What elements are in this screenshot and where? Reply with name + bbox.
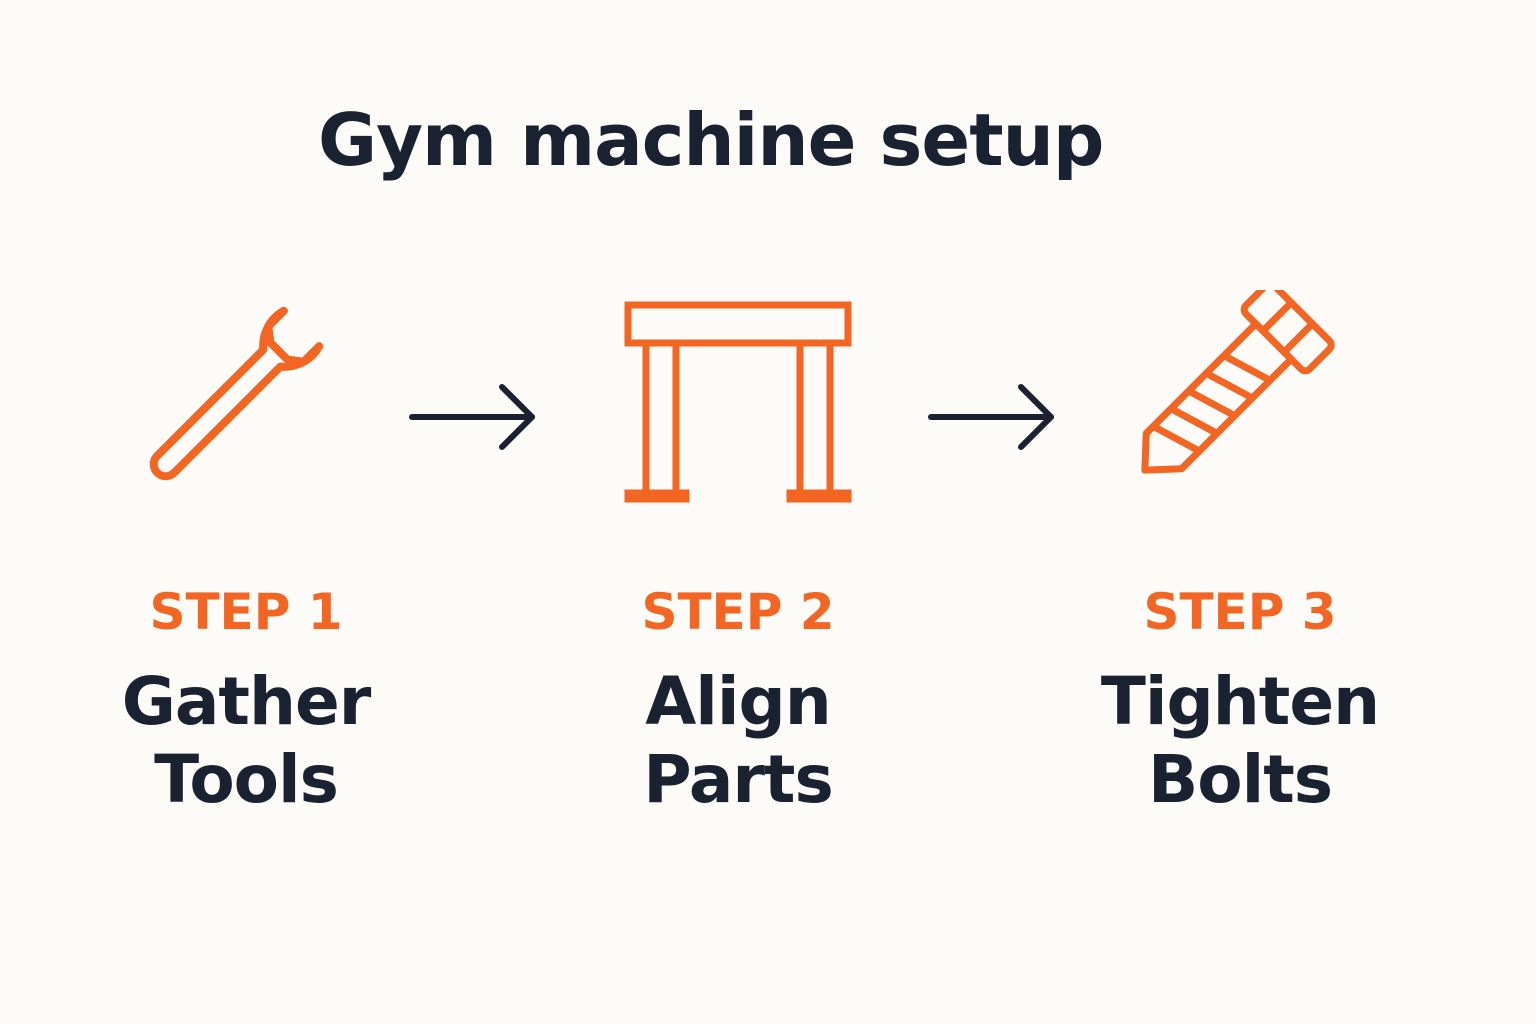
frame-icon (624, 301, 852, 503)
arrow-right-icon (409, 384, 535, 450)
step-3-line2: Bolts (1147, 741, 1333, 818)
step-3-line1: Tighten (1100, 663, 1380, 740)
step-2-line1: Align (645, 663, 832, 740)
wrench-icon (149, 306, 324, 481)
diagram-title: Gym machine setup (318, 98, 1104, 182)
step-1-text: Gather Tools (46, 663, 446, 819)
step-1-line1: Gather (121, 663, 372, 740)
step-1-label: STEP 1 (149, 583, 343, 641)
step-2-line2: Parts (643, 741, 834, 818)
step-3-label: STEP 3 (1143, 583, 1337, 641)
step-1-line2: Tools (154, 741, 339, 818)
step-2-text: Align Parts (538, 663, 938, 819)
step-3-text: Tighten Bolts (1040, 663, 1440, 819)
bolt-icon (1141, 290, 1335, 474)
arrow-right-icon (928, 384, 1054, 450)
step-2-label: STEP 2 (641, 583, 835, 641)
